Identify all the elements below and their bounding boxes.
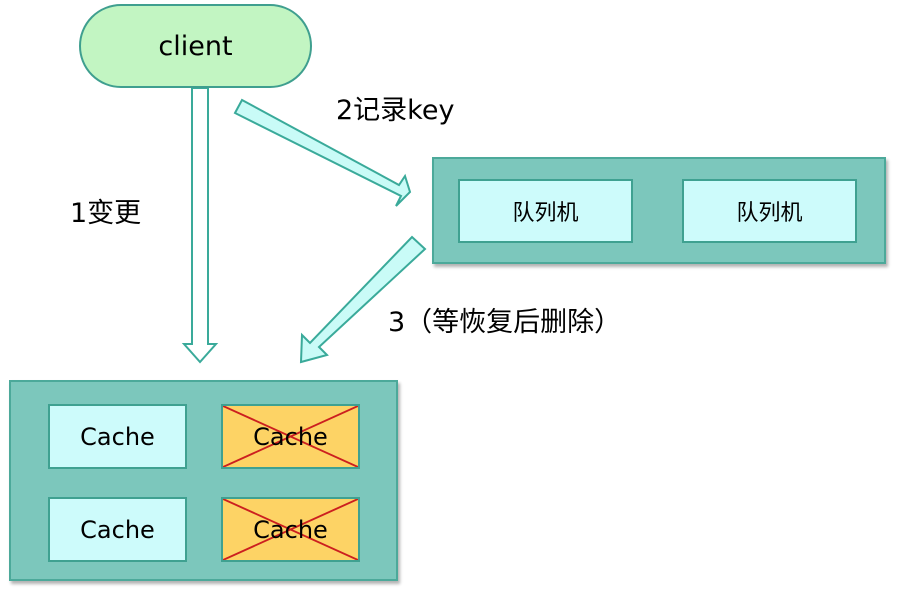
record-key-arrow [233, 98, 412, 207]
cache-node-label: Cache [253, 422, 328, 451]
cache-cluster: Cache Cache Cache Cache [9, 380, 398, 581]
queue-machine-label: 队列机 [512, 201, 579, 226]
cache-node-label: Cache [80, 422, 155, 451]
record-key-label: 2记录key [336, 95, 455, 126]
deleted-cache-node: Cache [221, 404, 360, 469]
queue-machine-group: 队列机 队列机 [432, 157, 886, 264]
change-label: 1变更 [70, 198, 142, 229]
cache-node: Cache [48, 404, 187, 469]
deleted-cross-icon [223, 499, 358, 560]
queue-machine-label: 队列机 [736, 201, 803, 226]
queue-machine: 队列机 [682, 179, 857, 243]
client-node: client [79, 4, 312, 88]
cache-node-label: Cache [80, 515, 155, 544]
delete-arrow [299, 235, 427, 364]
change-arrow [181, 87, 219, 364]
queue-machine: 队列机 [458, 179, 633, 243]
cache-node-label: Cache [253, 515, 328, 544]
deleted-cross-icon [223, 406, 358, 467]
delete-after-recovery-label: 3（等恢复后删除） [388, 307, 622, 338]
deleted-cache-node: Cache [221, 497, 360, 562]
client-label: client [158, 30, 233, 62]
cache-node: Cache [48, 497, 187, 562]
